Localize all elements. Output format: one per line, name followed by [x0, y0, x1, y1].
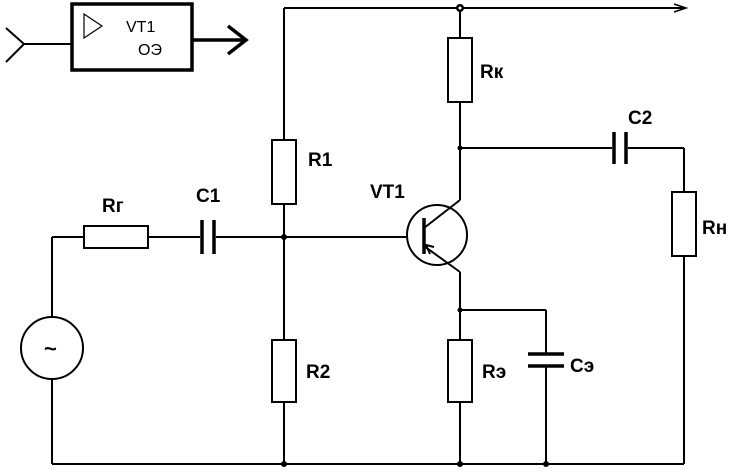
ground-node-ce	[543, 461, 549, 467]
vt1-emitter-lead	[423, 245, 461, 273]
r1-body	[271, 139, 297, 205]
resistor-rn: Rн	[671, 191, 727, 257]
re-body	[447, 339, 473, 403]
c1-label: C1	[196, 186, 221, 207]
resistor-r2: R2	[271, 339, 330, 403]
supply-arrow-icon	[673, 3, 689, 13]
resistor-re: Rэ	[447, 339, 506, 403]
emitter-node	[457, 307, 463, 313]
ce-label: Cэ	[570, 356, 594, 377]
vt1-envelope	[406, 204, 468, 266]
c2-label: C2	[628, 108, 652, 129]
base-node	[281, 234, 287, 240]
ground-node-re	[457, 461, 463, 467]
ground-node-r2	[281, 461, 287, 467]
block-diagram: VT1 ОЭ	[5, 2, 249, 72]
rg-label: Rг	[102, 196, 124, 217]
rk-body	[447, 37, 473, 103]
wires	[51, 3, 689, 465]
source-circle	[20, 316, 84, 380]
vt1-label: VT1	[370, 182, 405, 203]
r2-body	[271, 339, 297, 403]
supply-node-center	[458, 6, 462, 10]
block-subtitle: ОЭ	[138, 42, 162, 59]
vt1-emitter-arrow-icon	[424, 243, 435, 255]
signal-source: ~	[20, 316, 84, 380]
resistor-r1: R1	[271, 139, 333, 205]
rk-label: Rк	[480, 62, 504, 83]
block-output-arrow-icon	[226, 24, 249, 56]
r2-label: R2	[306, 362, 330, 383]
capacitor-c2: C2	[612, 108, 652, 164]
rn-label: Rн	[702, 218, 727, 239]
rn-body	[671, 191, 697, 257]
block-input-arrow-icon	[5, 27, 26, 63]
resistor-rg: Rг	[83, 196, 149, 249]
amplifier-triangle-icon	[83, 12, 104, 40]
resistor-rk: Rк	[447, 37, 504, 103]
transistor-vt1: VT1	[370, 182, 468, 273]
source-symbol: ~	[44, 336, 57, 361]
re-label: Rэ	[482, 362, 506, 383]
rg-body	[83, 225, 149, 249]
r1-label: R1	[308, 150, 333, 171]
amplifier-block	[70, 2, 194, 72]
capacitor-c1: C1	[196, 186, 221, 254]
junctions	[281, 4, 549, 467]
vt1-collector-lead	[423, 199, 461, 229]
capacitor-ce: Cэ	[528, 352, 594, 377]
collector-node	[457, 145, 463, 151]
block-title: VT1	[126, 19, 155, 36]
